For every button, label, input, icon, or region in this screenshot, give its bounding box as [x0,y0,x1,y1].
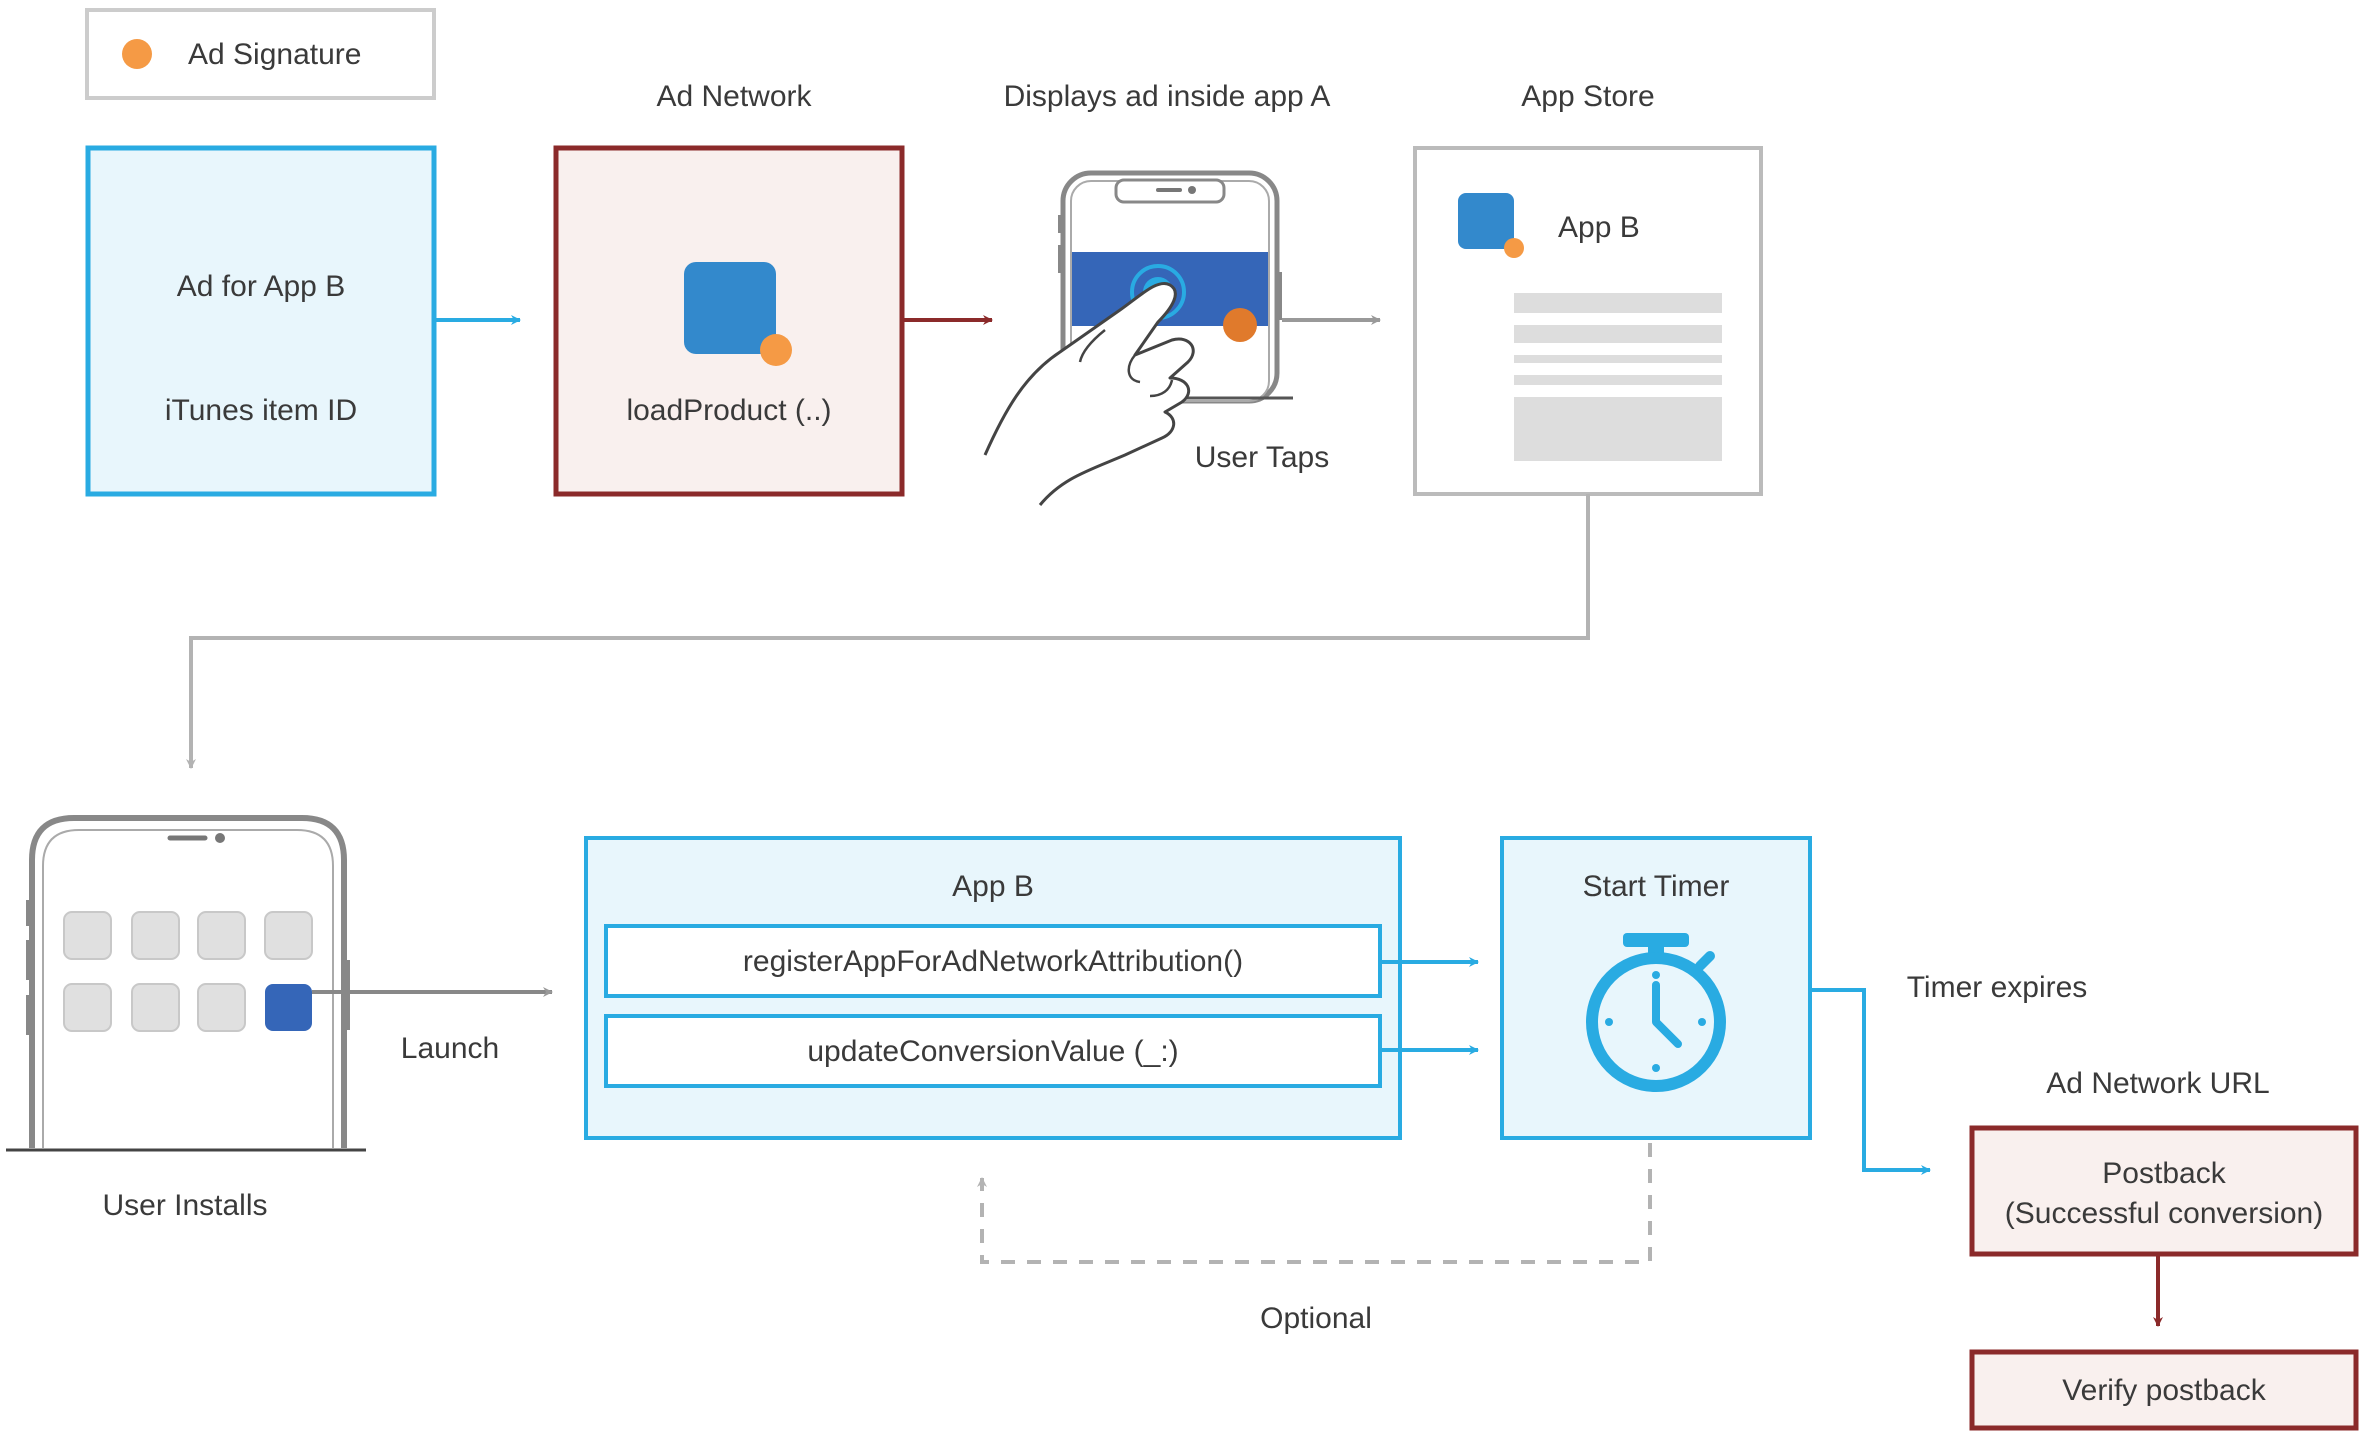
arrow-store-to-install [186,494,1590,769]
postback-box: Postback (Successful conversion) [1969,1125,2359,1257]
legend: Ad Signature [85,8,436,100]
verify-postback-box: Verify postback [1969,1349,2359,1431]
legend-label: Ad Signature [188,38,361,71]
timer-expires-label: Timer expires [1907,971,2088,1004]
postback-title: Postback [2102,1157,2226,1190]
app-b-box: App B registerAppForAdNetworkAttribution… [584,836,1402,1140]
home-screen-phone [6,815,366,1152]
timer-box: Start Timer [1500,836,1812,1140]
update-method-label: updateConversionValue (_:) [807,1035,1178,1068]
app-store-title: App Store [1521,80,1654,113]
ad-signature-dot [760,334,792,366]
ad-signature-dot [1223,308,1257,342]
display-title: Displays ad inside app A [1004,80,1331,113]
stopwatch-icon [1586,933,1726,1092]
app-b-title: App B [952,870,1034,903]
ad-signature-dot [1504,238,1524,258]
ad-box: Ad for App B iTunes item ID [85,145,437,497]
register-method-box [604,924,1382,998]
postback-subtitle: (Successful conversion) [2005,1197,2323,1230]
ad-network-box: loadProduct (..) [553,145,905,497]
optional-loop-arrow [977,1143,1652,1264]
launch-label: Launch [401,1032,499,1065]
installed-app-icon [265,984,312,1031]
store-app-name: App B [1558,211,1640,244]
ad-box-item-id: iTunes item ID [165,394,357,427]
timer-title: Start Timer [1583,870,1730,903]
register-method-label: registerAppForAdNetworkAttribution() [743,945,1243,978]
ad-network-url-label: Ad Network URL [2046,1067,2269,1100]
app-icon [684,262,776,354]
verify-postback-label: Verify postback [2062,1374,2266,1407]
ad-box-title: Ad for App B [177,270,345,303]
app-icon [1458,193,1514,249]
user-installs-caption: User Installs [102,1189,267,1222]
optional-label: Optional [1260,1302,1372,1335]
ad-signature-dot [122,39,152,69]
tapping-hand-icon [983,281,1195,506]
app-store-page: App B [1413,146,1763,496]
ad-network-title: Ad Network [656,80,812,113]
arrow-timer-to-postback [1810,988,1931,1175]
load-product-call: loadProduct (..) [626,394,831,427]
user-taps-caption: User Taps [1195,441,1330,474]
